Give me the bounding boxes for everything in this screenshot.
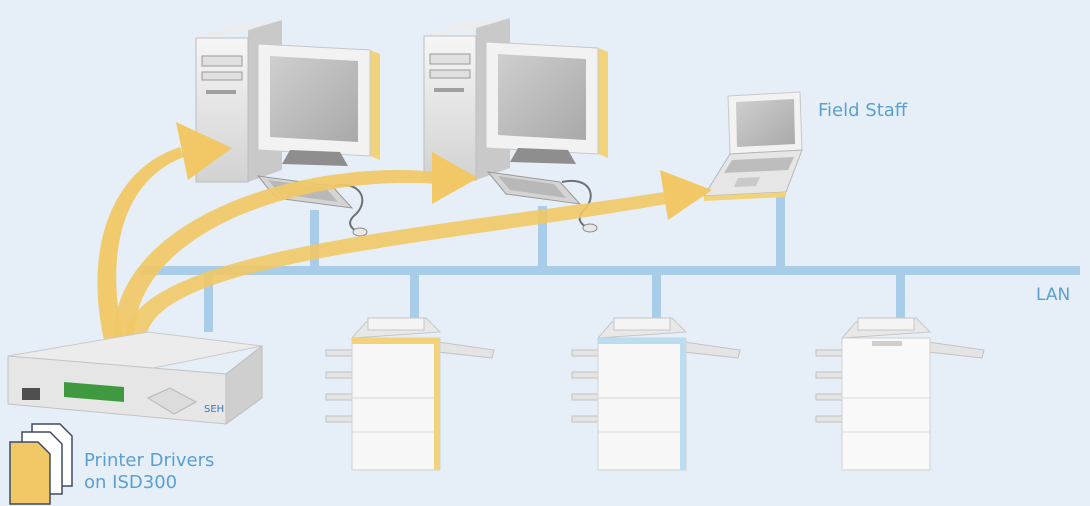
isd300-network-port [22,388,40,400]
printer3-panel [872,341,902,346]
laptop-base [703,149,803,197]
pc1-monitor-stand [282,150,348,166]
lan-drop-pc1 [310,210,319,270]
pc1-drive-slot [206,90,236,94]
lan-drop-isd300 [204,270,213,332]
arrow-shaft-to-pc1 [97,147,184,340]
printer3-output-tray [815,371,845,379]
printer2-input-tray [683,341,741,359]
arrow-head-to-pc1 [176,122,232,180]
driver-documents-icon [9,423,73,505]
pc2-monitor-stand [510,148,576,164]
printer-drivers-label: Printer Drivers on ISD300 [84,450,214,494]
printer3-output-tray [815,349,845,357]
distribution-arrows [97,122,712,340]
printer2-output-tray [571,349,601,357]
printer2-output-tray [571,393,601,401]
printer-3 [815,317,985,471]
pc1-drive-bay [201,55,243,67]
lan-drop-printer2 [652,270,661,318]
printer1-output-tray [325,415,355,423]
lan-drop-laptop [776,196,785,270]
printer-drivers-label-line1: Printer Drivers [84,450,215,471]
printer-2 [571,317,741,471]
pc2-drive-slot [434,88,464,92]
pc2-monitor-side [598,48,608,158]
isd300-right-side [225,344,263,425]
isd300-lcd-display [64,382,124,402]
printer1-output-tray [325,393,355,401]
desktop-pc-1 [195,20,380,237]
lan-network [140,196,1080,332]
printer-drivers-label-line2: on ISD300 [84,472,178,493]
printer2-output-tray [571,371,601,379]
printer-1 [325,317,495,471]
laptop-base-edge [704,192,786,201]
pc1-tower-top [196,20,282,38]
printer1-accent-side [434,338,440,470]
printer2-scanner [613,317,671,331]
printer1-output-tray [325,349,355,357]
printer1-output-tray [325,371,355,379]
printer3-output-tray [815,415,845,423]
laptop-touchpad [734,177,760,187]
isd300-control-pad [146,387,198,415]
printer3-input-tray [927,341,985,359]
laptop-screen [736,99,795,147]
lan-drop-printer3 [896,270,905,318]
printer1-scanner [367,317,425,331]
document-front [9,441,51,505]
printer2-body [597,337,687,471]
pc2-keyboard-keys [498,176,566,198]
printer2-accent-top [598,338,686,344]
printer3-body [841,337,931,471]
pc2-drive-bay [429,69,471,79]
printer1-accent-top [352,338,440,344]
laptop [703,91,803,201]
lan-drop-pc2 [538,206,547,270]
desktop-pc-2 [423,18,608,233]
pc1-mouse [352,227,368,237]
arrow-shaft-to-laptop [124,192,666,340]
pc2-mouse [582,223,598,233]
field-staff-label: Field Staff [818,100,908,121]
printer2-output-tray [571,415,601,423]
pc2-monitor-screen [498,54,586,140]
pc1-drive-bay [201,71,243,81]
pc1-monitor-side [370,50,380,160]
lan-drop-printer1 [410,270,419,318]
lan-bus-line [140,266,1080,275]
printer1-input-tray [437,341,495,359]
printer2-accent-side [680,338,686,470]
isd300-brand-logo: SEH [204,404,224,415]
arrow-head-to-pc2 [432,152,478,204]
pc1-monitor-screen [270,56,358,142]
pc2-tower-top [424,18,510,36]
pc2-drive-bay [429,53,471,65]
printer3-output-tray [815,393,845,401]
pc1-mouse-cable [333,183,364,233]
printer1-body [351,337,441,471]
lan-label: LAN [1036,285,1071,305]
printer3-scanner [857,317,915,331]
isd300-device: SEH [7,331,263,425]
arrow-head-to-laptop [660,170,712,220]
laptop-keyboard [724,157,794,173]
